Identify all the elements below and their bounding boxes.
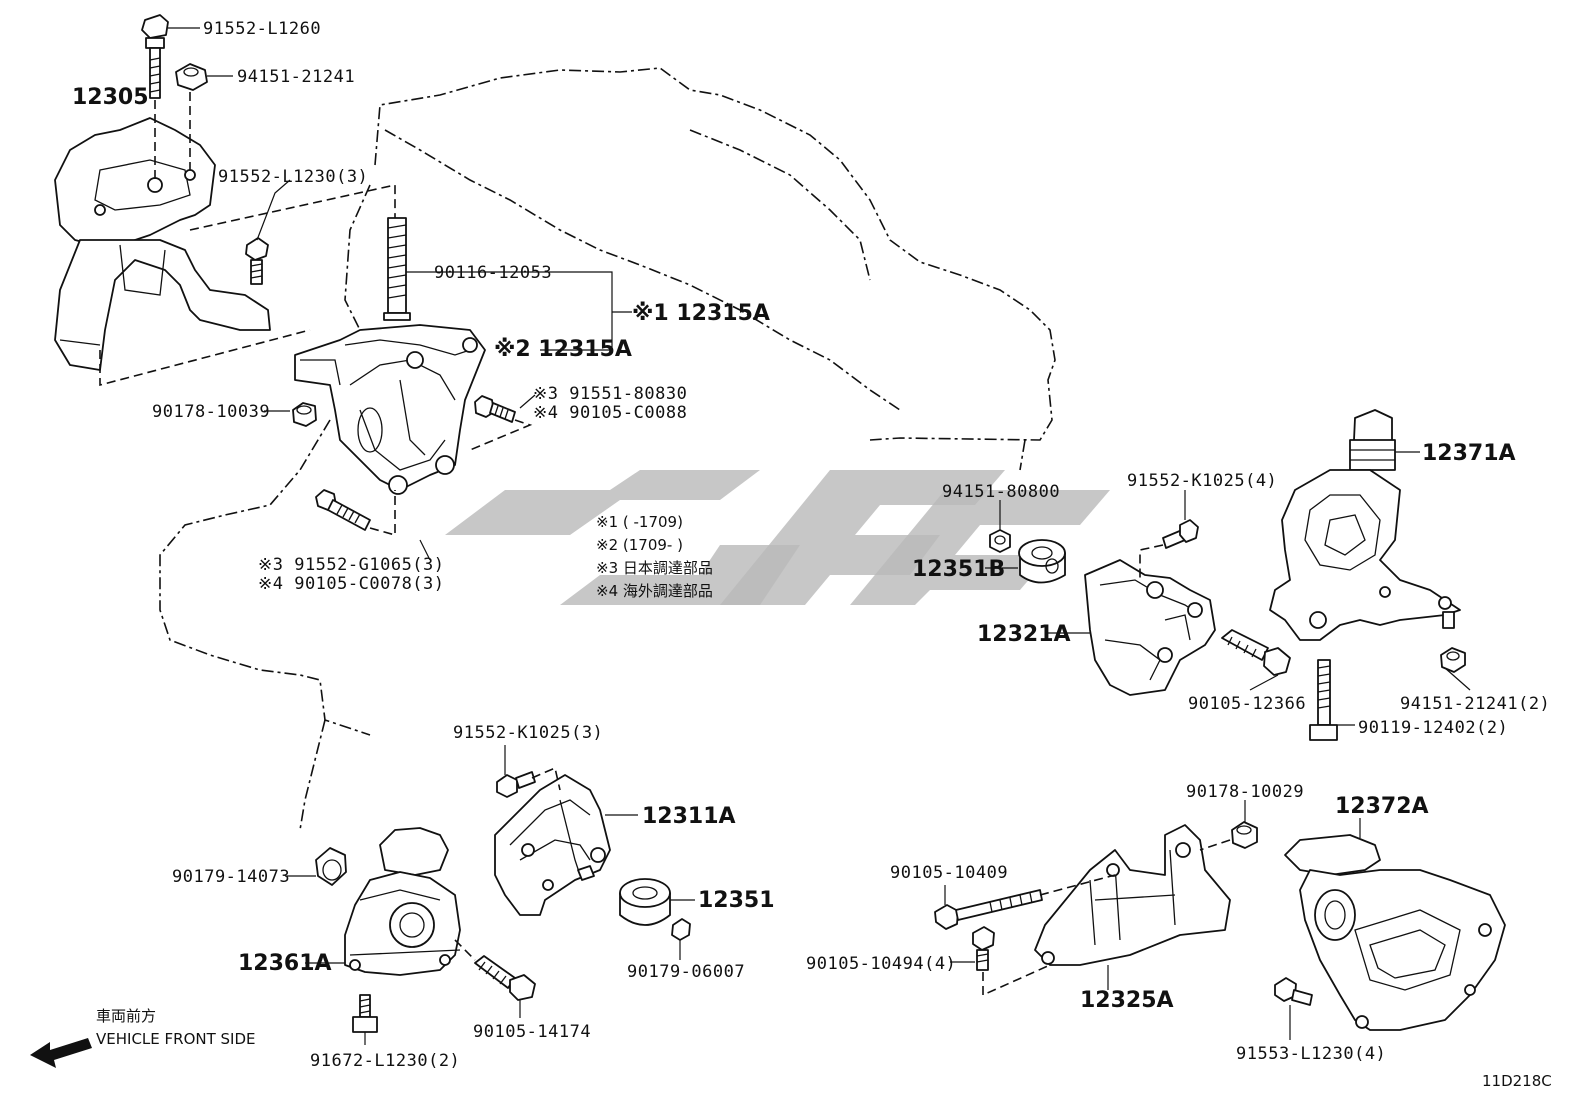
engine-outline-drop: [299, 719, 326, 831]
direction-label-en: VEHICLE FRONT SIDE: [96, 1030, 256, 1048]
label-91552-G1065-3: ※3 91552-G1065(3): [258, 555, 445, 575]
label-91672-L1230-2: 91672-L1230(2): [310, 1051, 460, 1071]
guide-12315A-a: [469, 419, 533, 451]
bolt-91551-80830-icon[interactable]: [474, 395, 516, 423]
label-90105-10409: 90105-10409: [890, 863, 1008, 883]
bolt-90105-10494-icon[interactable]: [972, 926, 995, 971]
label-91552-L1230-3: 91552-L1230(3): [218, 167, 368, 187]
stud-90116-12053-icon[interactable]: [383, 217, 411, 321]
label-12361A: 12361A: [238, 951, 332, 976]
label-91552-L1260: 91552-L1260: [203, 19, 321, 39]
bolt-90105-10409-icon[interactable]: [934, 889, 1043, 930]
label-12372A: 12372A: [1335, 794, 1429, 819]
label-91552-K1025-4: 91552-K1025(4): [1127, 471, 1277, 491]
engine-outline-right: [1019, 439, 1026, 471]
label-90178-10029: 90178-10029: [1186, 782, 1304, 802]
label-12311A: 12311A: [642, 804, 736, 829]
label-90179-14073: 90179-14073: [172, 867, 290, 887]
footnote-2: ※2 (1709- ): [596, 536, 683, 554]
guide-12305-d: [189, 184, 396, 250]
mount-12371A[interactable]: [1269, 409, 1461, 641]
engine-outline: [374, 67, 1056, 441]
collar-90178-10029-icon[interactable]: [1231, 821, 1258, 849]
bolt-91552-G1065-icon[interactable]: [315, 489, 371, 531]
label-90105-10494-4: 90105-10494(4): [806, 954, 956, 974]
label-90179-06007: 90179-06007: [627, 962, 745, 982]
label-90105-14174: 90105-14174: [473, 1022, 591, 1042]
label-94151-80800: 94151-80800: [942, 482, 1060, 502]
label-90105-C0078-3: ※4 90105-C0078(3): [258, 574, 445, 594]
leader-lines: [168, 27, 1471, 1045]
label-91553-L1230-4: 91553-L1230(4): [1236, 1044, 1386, 1064]
label-12351B: 12351B: [912, 557, 1005, 582]
mount-12361A[interactable]: [344, 827, 461, 976]
footnote-4: ※4 海外調達部品: [596, 582, 713, 600]
stud-90119-12402-icon[interactable]: [1309, 659, 1338, 741]
watermark-logo: [445, 470, 1110, 605]
label-94151-21241-2: 94151-21241(2): [1400, 694, 1550, 714]
label-12321A: 12321A: [977, 622, 1071, 647]
bolt-91552-K1025-3-icon[interactable]: [496, 771, 536, 798]
label-12371A: 12371A: [1422, 441, 1516, 466]
guide-12305-c: [99, 329, 311, 387]
bracket-12315A[interactable]: [294, 324, 486, 495]
figure-id: 11D218C: [1482, 1072, 1552, 1090]
bolt-91552-L1230-icon[interactable]: [245, 237, 269, 285]
bracket-12325A[interactable]: [1034, 824, 1231, 966]
cap-90179-14073-icon[interactable]: [315, 847, 347, 886]
bushing-12351B[interactable]: [1018, 539, 1066, 584]
label-94151-21241: 94151-21241: [237, 67, 355, 87]
collar-90178-10039-icon[interactable]: [292, 402, 317, 427]
bolt-91553-L1230-icon[interactable]: [1274, 977, 1313, 1006]
label-90116-12053: 90116-12053: [434, 263, 552, 283]
mount-12372A[interactable]: [1284, 834, 1506, 1031]
engine-outline-lower: [159, 419, 371, 736]
label-12315A-1: ※1 12315A: [632, 301, 770, 326]
engine-outline-ridge: [689, 129, 871, 281]
nut-94151-21241-2-icon[interactable]: [1440, 647, 1466, 673]
direction-label-jp: 車両前方: [96, 1007, 156, 1025]
bracket-12311A[interactable]: [494, 774, 611, 916]
nut-94151-80800-icon[interactable]: [989, 529, 1011, 553]
nut-94151-21241-icon[interactable]: [175, 63, 208, 91]
bolt-91552-K1025-4-icon[interactable]: [1162, 519, 1199, 549]
bushing-12351[interactable]: [619, 878, 671, 926]
label-90105-C0088: ※4 90105-C0088: [533, 403, 687, 423]
bracket-12321A[interactable]: [1084, 559, 1216, 696]
guide-12325A-b: [1039, 874, 1116, 896]
label-12351: 12351: [698, 888, 775, 913]
bolt-91552-L1260-icon[interactable]: [141, 14, 169, 99]
label-12305: 12305: [72, 85, 149, 110]
guide-12325A-a: [1199, 839, 1231, 851]
guide-12311A: [531, 766, 561, 791]
nut-90179-06007-icon[interactable]: [671, 918, 691, 941]
label-12325A: 12325A: [1080, 988, 1174, 1013]
guide-12361A: [454, 939, 476, 961]
footnote-3: ※3 日本調達部品: [596, 559, 713, 577]
guide-12315A-b: [369, 490, 396, 537]
label-91551-80830: ※3 91551-80830: [533, 384, 687, 404]
engine-outline-top: [384, 129, 901, 411]
guide-12325A-c: [982, 964, 1051, 997]
label-90105-12366: 90105-12366: [1188, 694, 1306, 714]
engine-outline-left: [344, 184, 371, 331]
label-12315A-2: ※2 12315A: [494, 337, 632, 362]
label-90119-12402-2: 90119-12402(2): [1358, 718, 1508, 738]
vehicle-front-indicator: 車両前方 VEHICLE FRONT SIDE: [30, 1007, 256, 1068]
guide-12321A: [1139, 544, 1164, 580]
label-91552-K1025-3: 91552-K1025(3): [453, 723, 603, 743]
mount-12305[interactable]: [54, 117, 271, 371]
label-90178-10039: 90178-10039: [152, 402, 270, 422]
footnote-1: ※1 ( -1709): [596, 513, 683, 531]
arrow-left-icon: [30, 1038, 92, 1068]
bolt-90105-12366-icon[interactable]: [1221, 629, 1291, 676]
bolt-91672-L1230-icon[interactable]: [352, 994, 378, 1033]
bolt-90105-14174-icon[interactable]: [474, 955, 536, 1001]
